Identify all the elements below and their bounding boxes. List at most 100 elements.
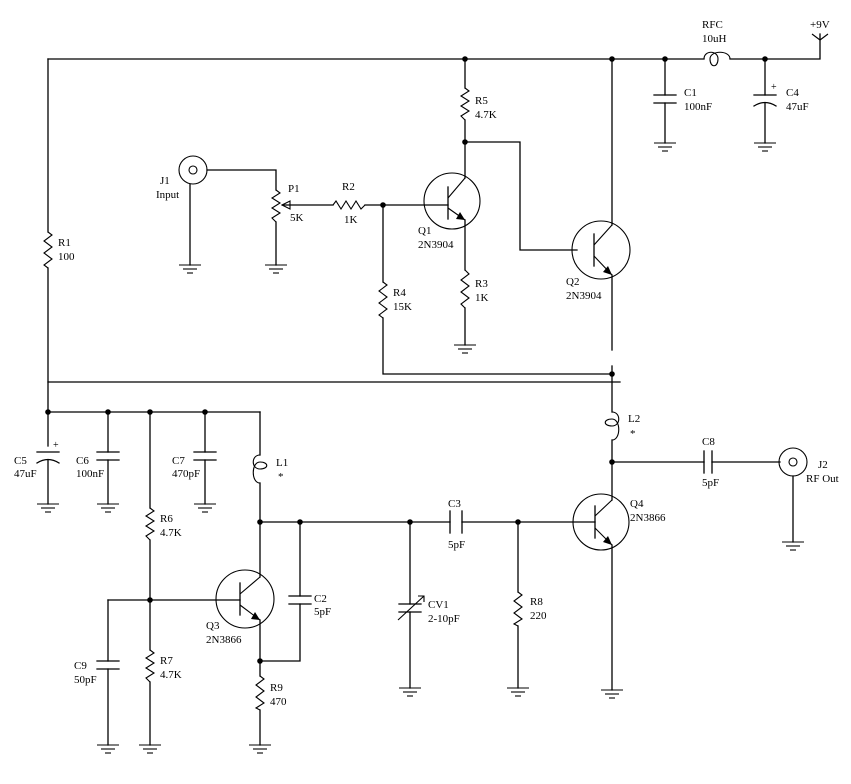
connector-j1: J1 Input (156, 155, 208, 201)
resistor-r3: R3 1K (460, 269, 489, 309)
r7-name: R7 (160, 655, 173, 667)
q2-part: 2N3904 (566, 290, 602, 302)
ground-symbol (249, 744, 271, 754)
c2-value: 5pF (314, 606, 331, 618)
l1-name: L1 (276, 457, 288, 469)
ground-symbol (265, 264, 287, 274)
ground-symbols (37, 142, 804, 754)
q2-name: Q2 (566, 276, 579, 288)
resistor-r1: R1 100 (43, 231, 75, 269)
supply-label: +9V (810, 19, 830, 31)
potentiometer-p1: P1 5K (270, 183, 304, 224)
junction-dot (609, 459, 615, 465)
wires (47, 33, 821, 746)
c5-value: 47uF (14, 468, 37, 480)
capacitor-c8: C8 5pF (702, 436, 719, 489)
ground-symbol (654, 142, 676, 152)
ground-symbol (754, 142, 776, 152)
junction-dot (609, 56, 615, 62)
transistor-q1: Q1 2N3904 (418, 172, 481, 251)
resistor-r4: R4 15K (378, 281, 412, 319)
r6-value: 4.7K (160, 527, 182, 539)
supply-terminal: +9V (810, 19, 830, 41)
c4-polarity: + (771, 82, 777, 93)
j2-name: J2 (818, 459, 828, 471)
junction-dot (662, 56, 668, 62)
junction-dot (105, 409, 111, 415)
ground-symbol (507, 687, 529, 697)
ground-symbol (97, 744, 119, 754)
rfc-value: 10uH (702, 33, 727, 45)
q1-name: Q1 (418, 225, 431, 237)
r5-name: R5 (475, 95, 488, 107)
c8-name: C8 (702, 436, 715, 448)
inductor-l2: L2 * (604, 411, 640, 441)
ground-symbol (782, 541, 804, 551)
capacitor-c9: C9 50pF (74, 660, 120, 686)
c6-name: C6 (76, 455, 89, 467)
r8-value: 220 (530, 610, 547, 622)
r3-name: R3 (475, 278, 488, 290)
r2-value: 1K (344, 214, 358, 226)
junction-dot (147, 597, 153, 603)
junction-dot (45, 409, 51, 415)
capacitor-c7: C7 470pF (172, 451, 217, 480)
inductor-l1: L1 * (252, 454, 288, 484)
ground-symbol (194, 503, 216, 513)
ground-symbol (601, 689, 623, 699)
capacitor-c5: + C5 47uF (14, 440, 60, 480)
c6-value: 100nF (76, 468, 104, 480)
r3-value: 1K (475, 292, 489, 304)
q4-name: Q4 (630, 498, 644, 510)
resistor-r9: R9 470 (254, 675, 287, 711)
ground-symbol (454, 344, 476, 354)
p1-value: 5K (290, 212, 304, 224)
r7-value: 4.7K (160, 669, 182, 681)
junction-dot (462, 139, 468, 145)
ground-symbol (97, 503, 119, 513)
r6-name: R6 (160, 513, 173, 525)
l2-value: * (630, 428, 636, 440)
rfc-name: RFC (702, 19, 723, 31)
junction-dot (762, 56, 768, 62)
capacitor-c3: C3 5pF (448, 498, 465, 551)
r4-name: R4 (393, 287, 406, 299)
c1-name: C1 (684, 87, 697, 99)
c9-name: C9 (74, 660, 87, 672)
junction-dot (609, 371, 615, 377)
c8-value: 5pF (702, 477, 719, 489)
transistor-q4: Q4 2N3866 (572, 493, 666, 551)
c3-name: C3 (448, 498, 461, 510)
c3-value: 5pF (448, 539, 465, 551)
c7-value: 470pF (172, 468, 200, 480)
j1-label: Input (156, 189, 179, 201)
ground-symbol (37, 503, 59, 513)
junction-dot (257, 658, 263, 664)
capacitor-c1: C1 100nF (653, 87, 712, 113)
q3-name: Q3 (206, 620, 220, 632)
junction-dot (147, 409, 153, 415)
r9-name: R9 (270, 682, 283, 694)
r1-name: R1 (58, 237, 71, 249)
q1-part: 2N3904 (418, 239, 454, 251)
capacitor-c2: C2 5pF (288, 593, 331, 618)
junction-dot (515, 519, 521, 525)
l1-value: * (278, 471, 284, 483)
transistor-q3: Q3 2N3866 (206, 569, 275, 646)
resistor-r6: R6 4.7K (144, 507, 182, 541)
capacitor-c6: C6 100nF (76, 451, 120, 480)
cv1-value: 2-10pF (428, 613, 460, 625)
r8-name: R8 (530, 596, 543, 608)
junction-dot (297, 519, 303, 525)
j2-label: RF Out (806, 473, 839, 485)
cv1-name: CV1 (428, 599, 449, 611)
connector-j2: J2 RF Out (778, 447, 839, 485)
variable-capacitor-cv1: CV1 2-10pF (397, 595, 460, 625)
junction-dot (462, 56, 468, 62)
ground-symbol (179, 264, 201, 274)
j1-name: J1 (160, 175, 170, 187)
resistor-r2: R2 1K (332, 181, 366, 226)
junctions (45, 56, 768, 664)
